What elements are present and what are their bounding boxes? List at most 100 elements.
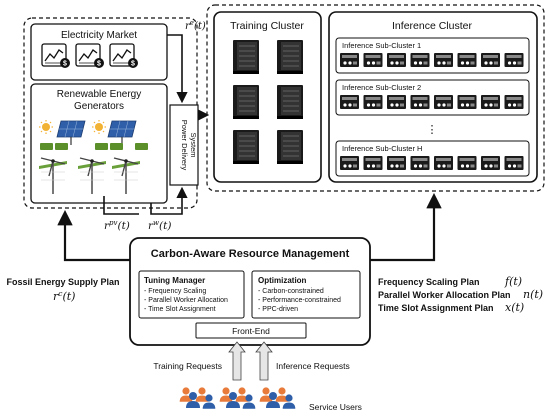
server-rack-icon xyxy=(277,130,303,164)
user-icon xyxy=(266,392,280,408)
service-users-label: Service Users xyxy=(309,402,362,412)
battery-icon xyxy=(135,143,148,150)
server-box-icon xyxy=(434,156,453,170)
training-requests-label: Training Requests xyxy=(153,361,222,371)
front-end-box xyxy=(195,322,307,339)
tuning-manager-title: Tuning Manager xyxy=(144,276,205,285)
wind-price-symbol: rw(t) xyxy=(148,219,171,232)
server-box-icon xyxy=(410,95,430,109)
server-box-icon xyxy=(340,53,359,67)
server-rack-icon xyxy=(277,40,303,74)
training-racks xyxy=(233,40,303,164)
wind-turbine-icon xyxy=(39,157,67,194)
fossil-plan-arrow xyxy=(57,209,130,262)
power-delivery-label-line2: System xyxy=(189,132,198,157)
user-icon xyxy=(202,394,216,409)
wind-turbine-icon xyxy=(78,157,106,194)
svg-text:$: $ xyxy=(63,61,67,68)
server-box-icon xyxy=(340,156,359,170)
server-box-icon xyxy=(434,53,453,67)
server-rack-icon xyxy=(233,130,259,164)
user-icon xyxy=(186,392,200,408)
server-rack-icon xyxy=(277,85,303,119)
service-users xyxy=(179,387,296,409)
server-box-icon xyxy=(363,95,383,109)
server-box-icon xyxy=(410,156,430,170)
wind-turbines xyxy=(39,157,140,194)
solar-panel-icon xyxy=(107,120,137,145)
optimization-item: - PPC-driven xyxy=(258,306,298,313)
user-icon xyxy=(275,387,289,402)
cluster-plan-arrow xyxy=(370,192,442,262)
renewable-title-line2: Generators xyxy=(74,101,124,112)
market-icons: $ $ $ xyxy=(41,43,138,68)
server-box-icon xyxy=(387,53,406,67)
timeslot-plan-label: Time Slot Assignment Plan xyxy=(378,303,494,313)
user-icon xyxy=(235,387,249,402)
grid-price-symbol: re(t) xyxy=(185,19,206,32)
server-box-icon xyxy=(457,95,477,109)
battery-icon xyxy=(95,143,123,150)
wind-to-power-arrow xyxy=(150,186,188,215)
sun-icon xyxy=(39,120,53,134)
tuning-item: - Time Slot Assignment xyxy=(144,306,216,313)
sub-cluster-ellipsis: ⋮ xyxy=(427,124,438,136)
frequency-plan-symbol: f(t) xyxy=(504,275,522,288)
server-box-icon xyxy=(457,53,477,67)
server-box-icon xyxy=(387,95,406,109)
management-title: Carbon-Aware Resource Management xyxy=(151,248,350,260)
inference-requests-label: Inference Requests xyxy=(276,361,350,371)
server-box-icon xyxy=(410,53,430,67)
cluster-group-box xyxy=(206,4,545,192)
tuning-manager-box xyxy=(138,270,245,319)
worker-plan-symbol: n(t) xyxy=(523,288,543,301)
renewable-title-line1: Renewable Energy xyxy=(57,89,142,100)
power-delivery-box xyxy=(169,104,199,186)
user-icon xyxy=(282,394,296,409)
market-chart-icon: $ xyxy=(109,43,138,68)
inference-servers xyxy=(340,53,524,170)
fossil-plan-label: Fossil Energy Supply Plan xyxy=(6,277,119,287)
fossil-plan-symbol: rc(t) xyxy=(53,289,75,303)
server-box-icon xyxy=(504,95,524,109)
tuning-item: - Frequency Scaling xyxy=(144,288,206,295)
energy-group-box xyxy=(23,17,198,209)
server-box-icon xyxy=(434,95,453,109)
svg-text:$: $ xyxy=(97,61,101,68)
training-cluster-title: Training Cluster xyxy=(230,20,304,32)
sub-cluster-1-label: Inference Sub-Cluster 1 xyxy=(342,41,421,50)
up-arrow-icon xyxy=(255,341,273,381)
server-box-icon xyxy=(340,95,359,109)
server-box-icon xyxy=(481,95,500,109)
inference-sub-cluster-2 xyxy=(335,79,530,116)
power-delivery-label-line1: Power Delivery xyxy=(180,120,189,171)
tuning-item: - Parallel Worker Allocation xyxy=(144,297,228,304)
wind-turbine-icon xyxy=(112,157,140,194)
optimization-item: - Carbon-constrained xyxy=(258,288,324,295)
server-rack-icon xyxy=(233,40,259,74)
server-box-icon xyxy=(363,53,383,67)
optimization-title: Optimization xyxy=(258,276,307,285)
user-icon xyxy=(226,392,240,408)
battery-icon xyxy=(40,143,68,150)
solar-panel-icon xyxy=(56,120,86,145)
server-box-icon xyxy=(504,156,524,170)
front-end-label: Front-End xyxy=(232,326,270,336)
inference-sub-cluster-1 xyxy=(335,37,530,74)
inference-sub-cluster-h xyxy=(335,140,530,177)
frequency-plan-label: Frequency Scaling Plan xyxy=(378,277,480,287)
pv-price-symbol: rpv(t) xyxy=(104,219,130,232)
user-icon xyxy=(242,394,256,409)
timeslot-plan-symbol: x(t) xyxy=(505,301,524,314)
svg-text:$: $ xyxy=(131,61,135,68)
server-box-icon xyxy=(457,156,477,170)
sun-icon xyxy=(92,120,106,134)
optimization-box xyxy=(251,270,361,319)
inference-cluster-title: Inference Cluster xyxy=(392,20,472,32)
training-cluster-box xyxy=(213,11,322,183)
electricity-market-title: Electricity Market xyxy=(61,30,137,41)
server-box-icon xyxy=(481,53,500,67)
server-rack-icon xyxy=(233,85,259,119)
market-to-power-arrow xyxy=(167,34,188,104)
